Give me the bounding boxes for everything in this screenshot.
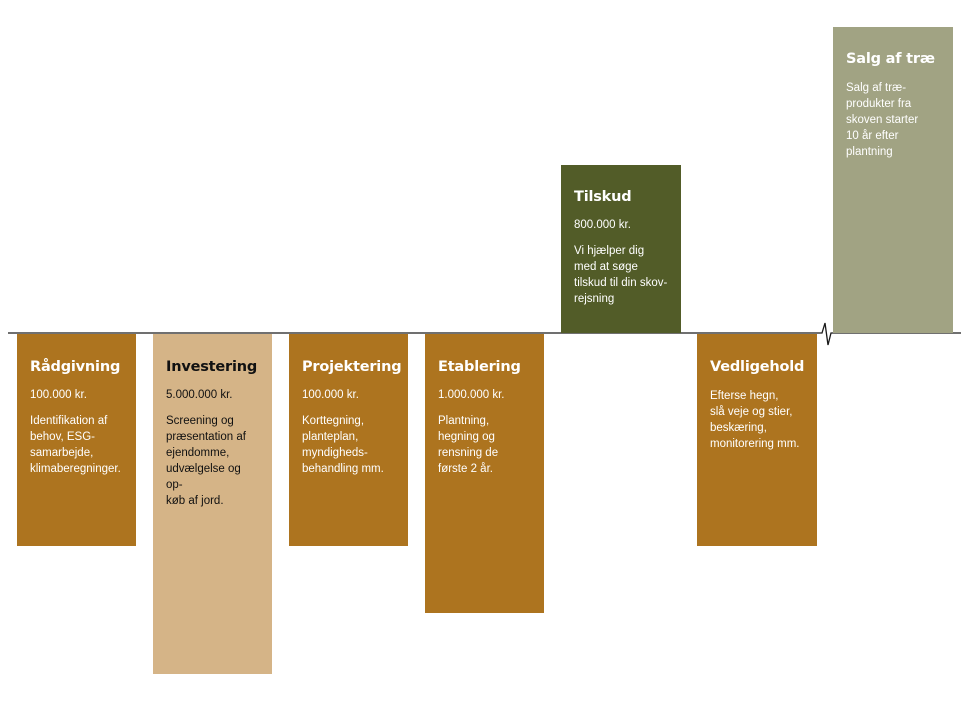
stage-amount: 1.000.000 kr. [438, 389, 505, 401]
stage-description: Efterse hegn, slå veje og stier, beskæri… [710, 390, 800, 450]
stage-description: Screening og præsentation af ejendomme, … [166, 415, 246, 507]
stage-description: Identifikation af behov, ESG- samarbejde… [30, 415, 121, 475]
stage-amount: 100.000 kr. [302, 389, 359, 401]
stage-card-etablering: Etablering 1.000.000 kr. Plantning, hegn… [425, 334, 544, 613]
stage-card-raadgivning: Rådgivning 100.000 kr. Identifikation af… [17, 334, 136, 546]
stage-title: Salg af træ [846, 51, 935, 67]
stage-card-projektering: Projektering 100.000 kr. Korttegning, pl… [289, 334, 408, 546]
stage-title: Investering [166, 359, 258, 375]
stage-description: Salg af træ- produkter fra skoven starte… [846, 82, 919, 158]
stage-card-tilskud: Tilskud 800.000 kr. Vi hjælper dig med a… [561, 165, 681, 333]
stage-card-salg: Salg af træ Salg af træ- produkter fra s… [833, 27, 953, 333]
stage-description: Plantning, hegning og rensning de første… [438, 415, 499, 475]
stage-title: Rådgivning [30, 359, 121, 375]
stage-amount: 5.000.000 kr. [166, 389, 233, 401]
stage-title: Projektering [302, 359, 402, 375]
stage-amount: 800.000 kr. [574, 219, 631, 231]
stage-title: Tilskud [574, 189, 632, 205]
stage-amount: 100.000 kr. [30, 389, 87, 401]
axis-line-with-break [8, 322, 961, 346]
stage-description: Korttegning, planteplan, myndigheds- beh… [302, 415, 384, 475]
stage-title: Vedligehold [710, 359, 805, 375]
stage-title: Etablering [438, 359, 521, 375]
stage-description: Vi hjælper dig med at søge tilskud til d… [574, 245, 668, 305]
stage-card-vedligehold: Vedligehold Efterse hegn, slå veje og st… [697, 334, 817, 546]
stage-card-investering: Investering 5.000.000 kr. Screening og p… [153, 334, 272, 674]
